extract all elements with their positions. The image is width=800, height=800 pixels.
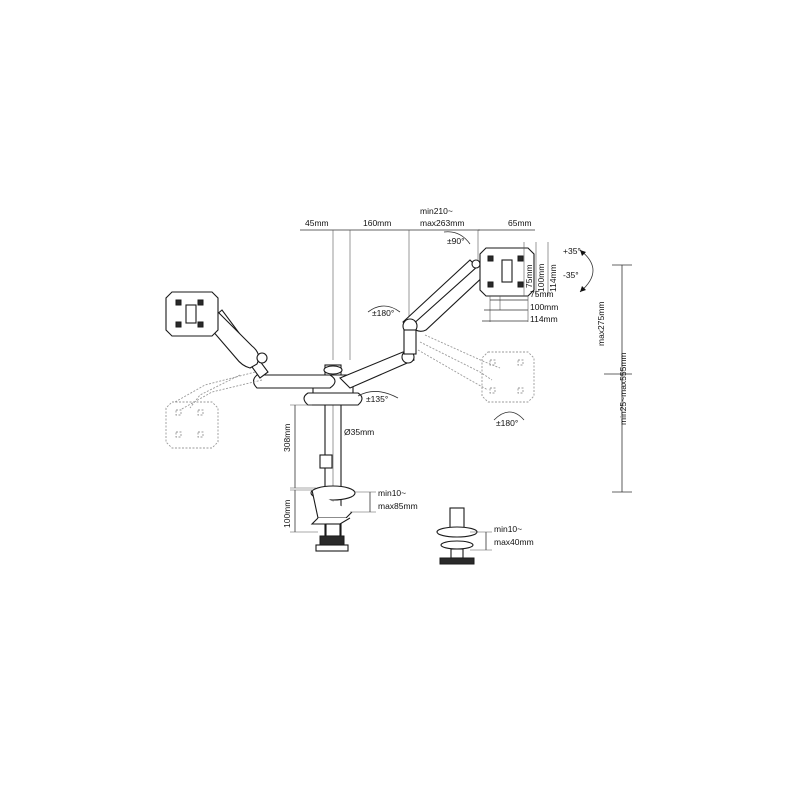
clamp-dimension	[290, 489, 376, 533]
height-scale	[604, 264, 632, 493]
label-range-top-b: max263mm	[420, 218, 464, 228]
label-160mm: 160mm	[363, 218, 391, 228]
label-rot-180-left: ±180°	[372, 308, 394, 318]
label-grommet-b: max40mm	[494, 537, 534, 547]
right-vesa-plate	[479, 247, 535, 297]
left-vesa-plate-ghost	[165, 401, 219, 449]
rotation-arcs	[357, 231, 525, 421]
c-clamp	[310, 485, 356, 552]
label-min25-max555: min25~max555mm	[618, 352, 628, 425]
label-vesa-v100: 100mm	[536, 264, 546, 292]
label-65mm: 65mm	[508, 218, 532, 228]
pole-height-dim	[290, 404, 316, 489]
right-arm-ghost	[417, 334, 501, 391]
label-range-top-a: min210~	[420, 206, 453, 216]
top-dimension-lines	[300, 229, 535, 360]
label-rot-180-right: ±180°	[496, 418, 518, 428]
label-clamp-a: min10~	[378, 488, 406, 498]
grommet-dimension	[470, 531, 492, 551]
label-dia35: Ø35mm	[344, 427, 374, 437]
label-clamp-b: max85mm	[378, 501, 418, 511]
label-max275: max275mm	[596, 302, 606, 346]
vesa-dimension-lines	[482, 242, 549, 322]
left-arm-ghost	[174, 371, 263, 411]
label-45mm: 45mm	[305, 218, 329, 228]
label-tilt-up: +35°	[563, 246, 581, 256]
label-grommet-a: min10~	[494, 524, 522, 534]
dimension-labels: 45mm 160mm min210~ max263mm 65mm ±90° +3…	[282, 206, 628, 547]
label-100mm-clamp: 100mm	[282, 500, 292, 528]
label-vesa-v75: 75mm	[524, 264, 534, 288]
label-rot-90: ±90°	[447, 236, 465, 246]
grommet-base	[436, 507, 478, 565]
label-vesa-v114: 114mm	[548, 264, 558, 292]
left-vesa-plate	[165, 291, 219, 337]
tilt-arc	[579, 249, 594, 293]
label-308mm: 308mm	[282, 424, 292, 452]
right-vesa-plate-ghost	[481, 351, 535, 403]
label-vesa-h100: 100mm	[530, 302, 558, 312]
label-rot-135: ±135°	[366, 394, 388, 404]
label-vesa-h114: 114mm	[530, 314, 558, 324]
left-arm	[204, 309, 336, 389]
right-arm	[339, 259, 489, 389]
label-tilt-down: -35°	[563, 270, 579, 280]
label-vesa-h75: 75mm	[530, 289, 554, 299]
